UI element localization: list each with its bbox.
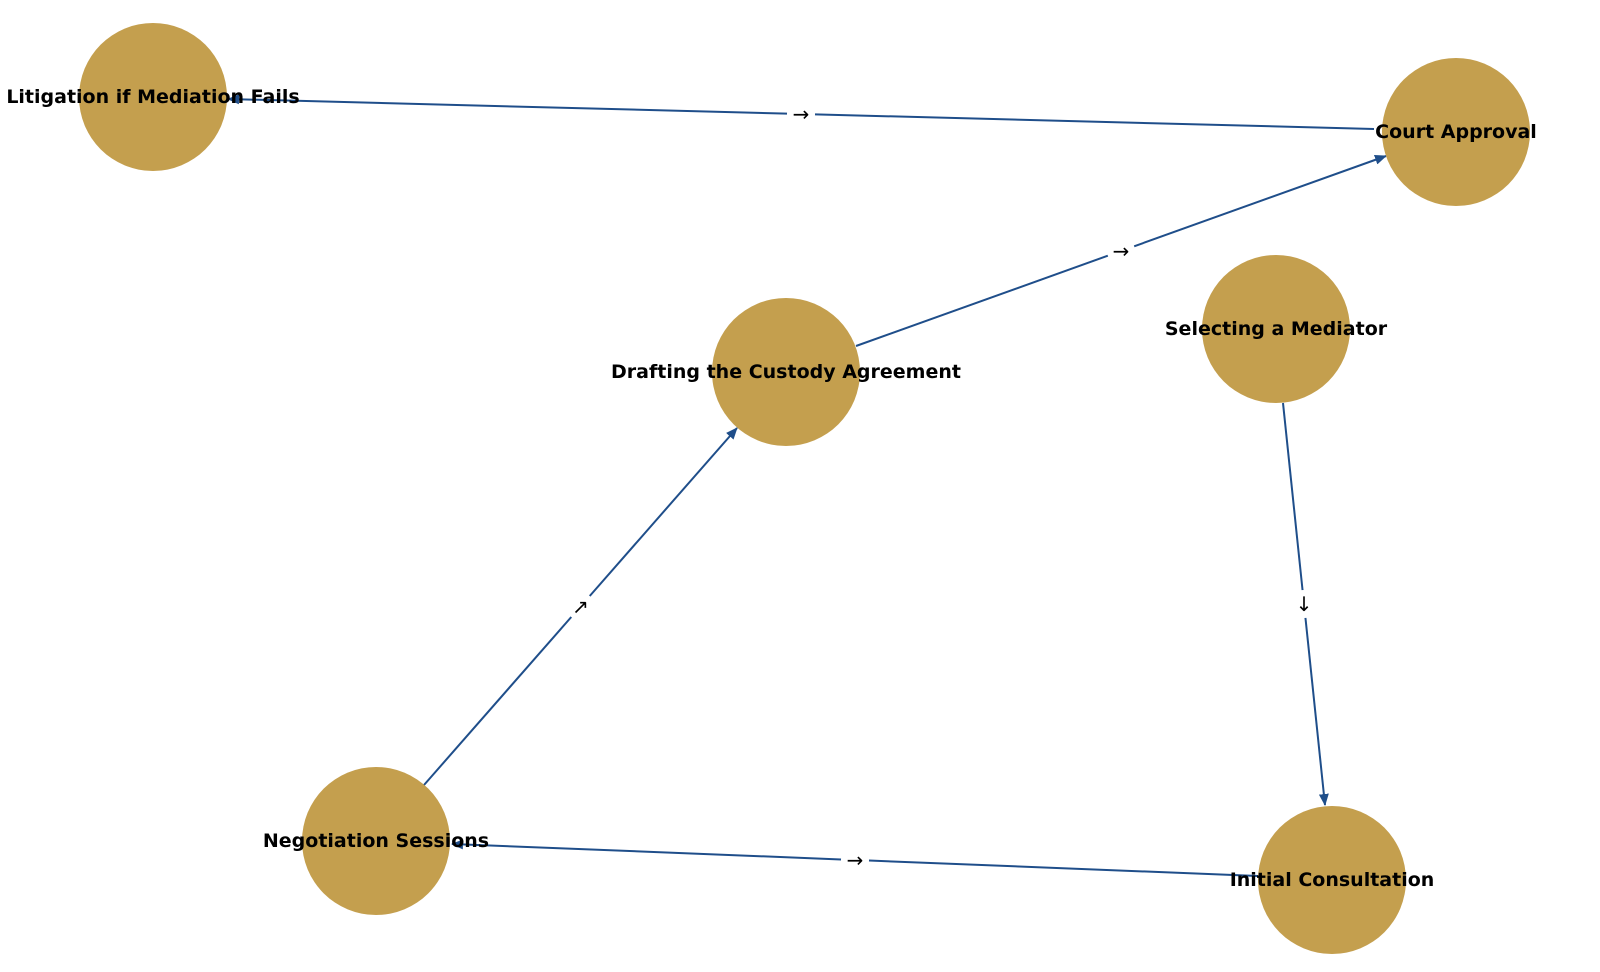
edge-drafting-to-court-segment-start <box>855 254 1109 347</box>
edge-selecting-to-initial-segment-start <box>1282 402 1304 591</box>
node-initial-label: Initial Consultation <box>1230 869 1435 891</box>
node-initial-circle <box>1258 806 1406 954</box>
edge-negotiation-to-drafting-segment-start <box>423 616 573 786</box>
node-drafting-label: Drafting the Custody Agreement <box>611 361 961 383</box>
edge-drafting-to-court-segment-end <box>1133 155 1387 248</box>
edge-court-to-litigation-segment-start <box>814 113 1375 130</box>
edge-initial-to-negotiation-segment-start <box>868 859 1259 877</box>
node-litigation-label: Litigation if Mediation Fails <box>6 86 299 108</box>
edge-label-initial-to-negotiation: → <box>847 848 864 872</box>
edge-label-court-to-litigation: → <box>793 102 810 126</box>
node-drafting-circle <box>712 298 860 446</box>
node-litigation-circle <box>79 23 227 171</box>
edge-court-to-litigation-segment-end <box>227 94 788 115</box>
edge-label-selecting-to-initial: ↓ <box>1296 592 1313 616</box>
edge-initial-to-negotiation-segment-end <box>451 839 842 861</box>
edges-layer: → → ↓ ↗ → <box>227 94 1387 877</box>
node-court-circle <box>1382 58 1530 206</box>
nodes-layer <box>79 23 1530 954</box>
edge-label-negotiation-to-drafting: ↗ <box>572 595 589 619</box>
edge-label-drafting-to-court: → <box>1113 239 1130 263</box>
edge-negotiation-to-drafting-segment-end <box>588 427 738 597</box>
edge-selecting-to-initial-segment-end <box>1304 617 1329 806</box>
node-negotiation-label: Negotiation Sessions <box>263 830 489 852</box>
node-negotiation-circle <box>302 767 450 915</box>
node-court-label: Court Approval <box>1375 121 1537 143</box>
node-selecting-label: Selecting a Mediator <box>1165 318 1388 340</box>
node-selecting-circle <box>1202 255 1350 403</box>
